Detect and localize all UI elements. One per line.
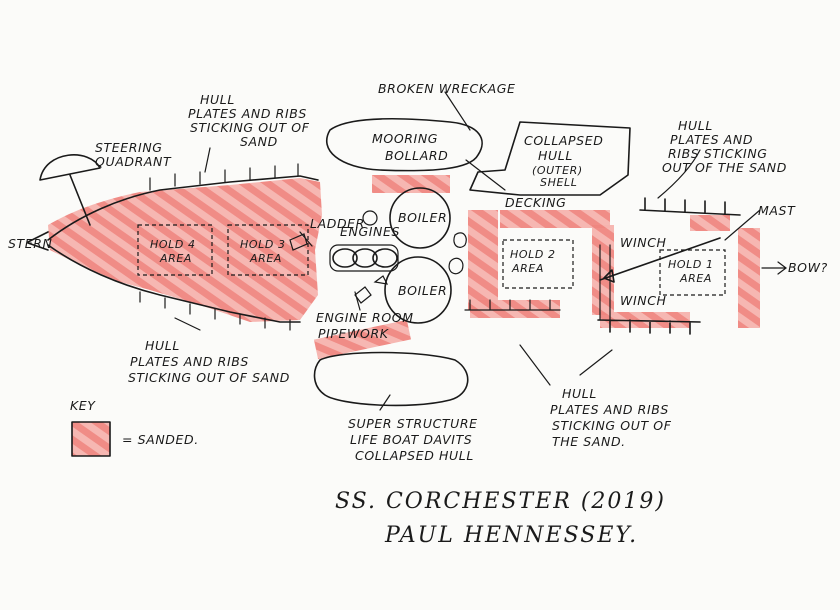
key: KEY = SANDED.	[70, 398, 199, 456]
label-steering-2: QUADRANT	[95, 154, 172, 169]
label-hold1-2: AREA	[679, 272, 712, 285]
label-hold1-1: HOLD 1	[668, 258, 714, 271]
label-mooring: MOORING	[372, 131, 438, 146]
label-hold4-1: HOLD 4	[150, 238, 196, 251]
sanded-strip-bollard	[372, 175, 450, 193]
label-hold3-1: HOLD 3	[240, 238, 286, 251]
label-mast: MAST	[758, 203, 796, 218]
sanded-hold2-bottom	[470, 300, 560, 318]
label-hold2-2: AREA	[511, 262, 544, 275]
label-steering-1: STEERING	[95, 140, 163, 155]
title-line1: SS. CORCHESTER (2019)	[335, 489, 666, 514]
label-hull-top-right-1: HULL	[678, 118, 713, 133]
label-superstructure-2: LIFE BOAT DAVITS	[350, 432, 472, 447]
label-engines: ENGINES	[340, 224, 400, 239]
sanded-bow	[738, 228, 760, 328]
label-hull-bottom-left-3: STICKING OUT OF SAND	[128, 370, 290, 385]
label-hull-bottom-right-3: STICKING OUT OF	[552, 418, 672, 433]
label-bollard: BOLLARD	[385, 148, 448, 163]
label-hold3-2: AREA	[249, 252, 282, 265]
key-title: KEY	[70, 398, 96, 413]
label-decking: DECKING	[505, 195, 566, 210]
key-sanded-swatch	[72, 422, 110, 456]
superstructure-wreckage	[315, 353, 468, 406]
label-hull-top-right-3: RIBS STICKING	[668, 146, 768, 161]
label-hull-bottom-right-2: PLATES AND RIBS	[550, 402, 669, 417]
label-hull-bottom-left-1: HULL	[145, 338, 180, 353]
label-winch-top: WINCH	[620, 235, 667, 250]
label-hull-bottom-left-2: PLATES AND RIBS	[130, 354, 249, 369]
label-hull-top-left-4: SAND	[240, 134, 278, 149]
sanded-winch-left	[592, 225, 614, 315]
label-bow: BOW?	[788, 260, 828, 275]
sanded-hold1-top	[690, 215, 730, 231]
title-block: SS. CORCHESTER (2019) PAUL HENNESSEY.	[335, 489, 666, 548]
label-hold2-1: HOLD 2	[510, 248, 556, 261]
label-hull-bottom-right-1: HULL	[562, 386, 597, 401]
label-hold4-2: AREA	[159, 252, 192, 265]
label-hull-top-left-1: HULL	[200, 92, 235, 107]
label-hull-top-right-4: OUT OF THE SAND	[662, 160, 787, 175]
label-superstructure-3: COLLAPSED HULL	[355, 448, 474, 463]
label-hull-top-left-3: STICKING OUT OF	[190, 120, 310, 135]
label-collapsed: COLLAPSED	[524, 133, 603, 148]
label-hull-top-left-2: PLATES AND RIBS	[188, 106, 307, 121]
sanded-areas	[48, 175, 760, 359]
label-winch-bottom: WINCH	[620, 293, 667, 308]
label-hull-bottom-right-4: THE SAND.	[552, 434, 626, 449]
label-hull-top-right-2: PLATES AND	[670, 132, 753, 147]
label-engine-room-2: PIPEWORK	[318, 326, 390, 341]
sanded-hold2-left	[468, 210, 498, 310]
label-shell: SHELL	[540, 176, 577, 189]
label-stern: STERN	[8, 236, 53, 251]
label-hull-shell: HULL	[538, 148, 573, 163]
label-engine-room-1: ENGINE ROOM	[316, 310, 414, 325]
label-boiler-top: BOILER	[398, 210, 447, 225]
label-superstructure-1: SUPER STRUCTURE	[348, 416, 478, 431]
label-broken-wreckage: BROKEN WRECKAGE	[378, 81, 516, 96]
title-line2: PAUL HENNESSEY.	[384, 523, 638, 548]
key-sanded-label: = SANDED.	[122, 432, 199, 447]
label-boiler-bottom: BOILER	[398, 283, 447, 298]
